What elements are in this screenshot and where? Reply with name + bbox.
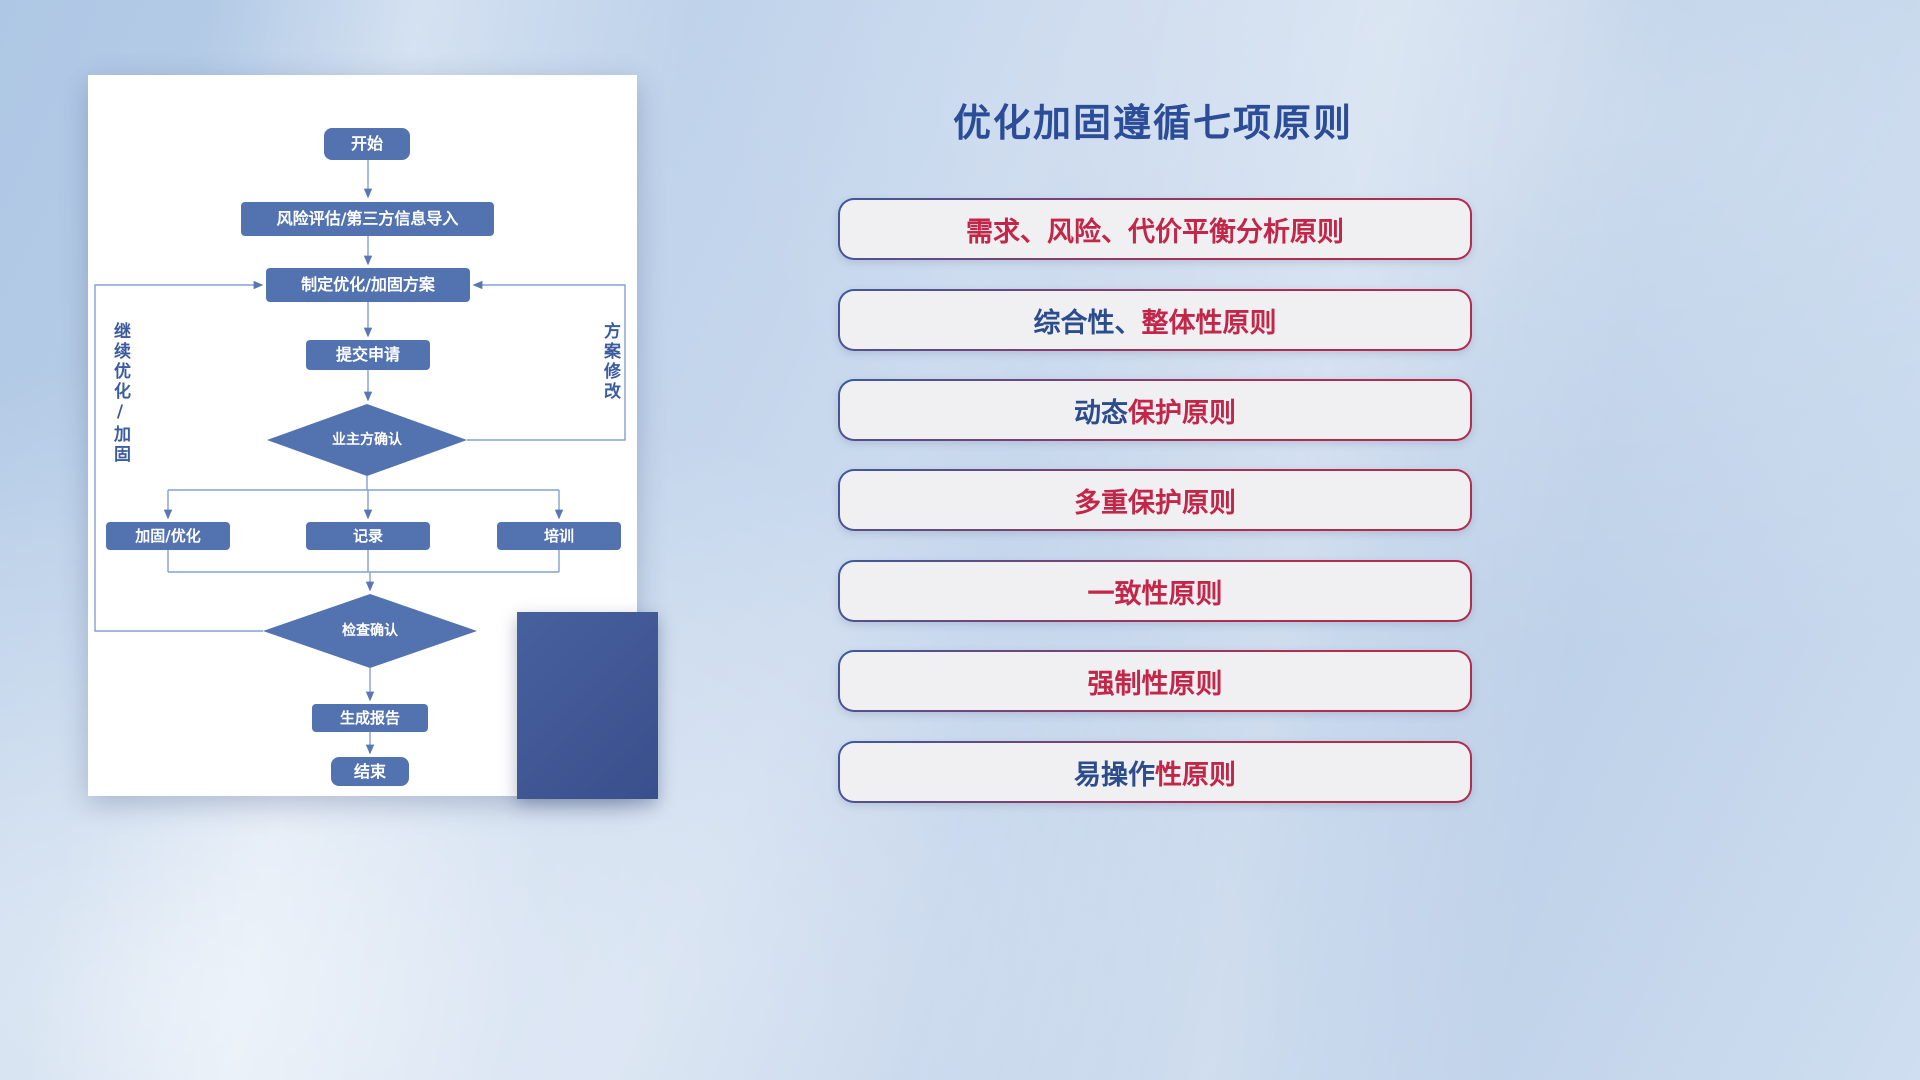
- flow-node-make-plan: 制定优化/加固方案: [266, 268, 470, 302]
- principle-item-4: 多重保护原则: [838, 469, 1472, 531]
- principle-7-blue-text: 易操作: [1074, 759, 1155, 791]
- principle-2-red-text: 整体性原则: [1141, 307, 1277, 339]
- principle-7-red-text: 性原则: [1155, 759, 1236, 791]
- flowchart-card: 开始 风险评估/第三方信息导入 制定优化/加固方案 提交申请 业主方确认 加固/…: [88, 75, 637, 796]
- loop-label-continue-optimize: 继续优化/加固: [110, 322, 130, 465]
- principle-5-red-text: 一致性原则: [1087, 578, 1223, 610]
- principle-item-5: 一致性原则: [838, 560, 1472, 622]
- principle-3-red-text: 保护原则: [1128, 397, 1236, 429]
- principle-item-1: 需求、风险、代价平衡分析原则: [838, 198, 1472, 260]
- principle-item-6: 强制性原则: [838, 650, 1472, 712]
- flow-node-risk-assessment: 风险评估/第三方信息导入: [241, 202, 494, 236]
- principle-1-red-text: 需求、风险、代价平衡分析原则: [966, 216, 1344, 248]
- principle-item-2: 综合性、整体性原则: [838, 289, 1472, 351]
- principle-3-blue-text: 动态: [1074, 397, 1128, 429]
- flow-node-reinforce-optimize: 加固/优化: [106, 522, 230, 550]
- flow-node-record: 记录: [306, 522, 430, 550]
- principle-6-red-text: 强制性原则: [1087, 668, 1223, 700]
- flow-node-submit-application: 提交申请: [306, 340, 430, 370]
- accent-block: [517, 612, 658, 799]
- principle-2-blue-text: 综合性、: [1033, 307, 1142, 339]
- principle-item-3: 动态保护原则: [838, 379, 1472, 441]
- flow-node-generate-report: 生成报告: [312, 704, 428, 732]
- flow-node-start: 开始: [324, 128, 410, 160]
- flow-node-end: 结束: [331, 757, 409, 786]
- flow-node-training: 培训: [497, 522, 621, 550]
- principle-item-7: 易操作性原则: [838, 741, 1472, 803]
- principle-4-red-text: 多重保护原则: [1074, 487, 1236, 519]
- loop-label-plan-modify: 方案修改: [600, 322, 620, 402]
- principles-title: 优化加固遵循七项原则: [952, 101, 1353, 145]
- flowchart-connectors: [94, 160, 626, 755]
